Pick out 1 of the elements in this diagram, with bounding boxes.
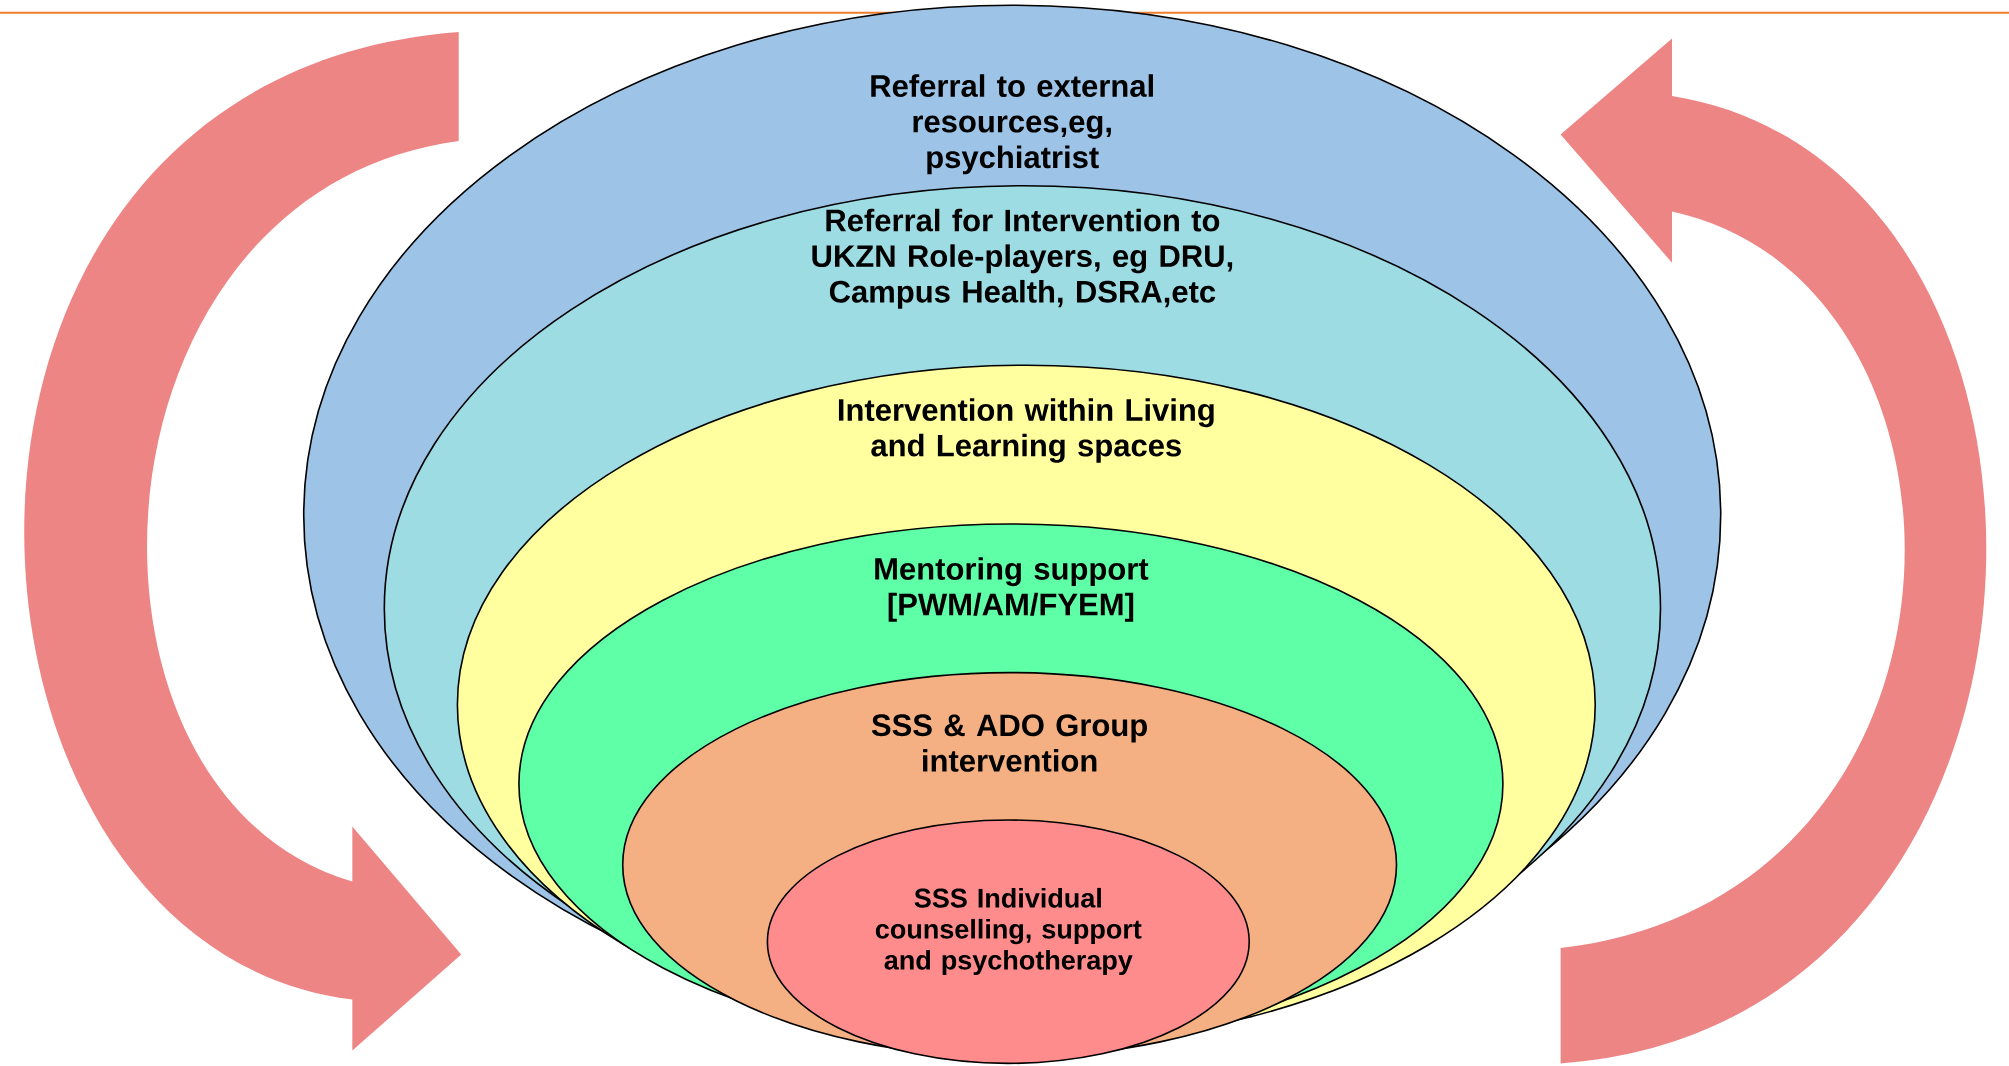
ellipse-band: SSS Individual counselling, support and psychotherapy [766, 819, 1250, 1065]
